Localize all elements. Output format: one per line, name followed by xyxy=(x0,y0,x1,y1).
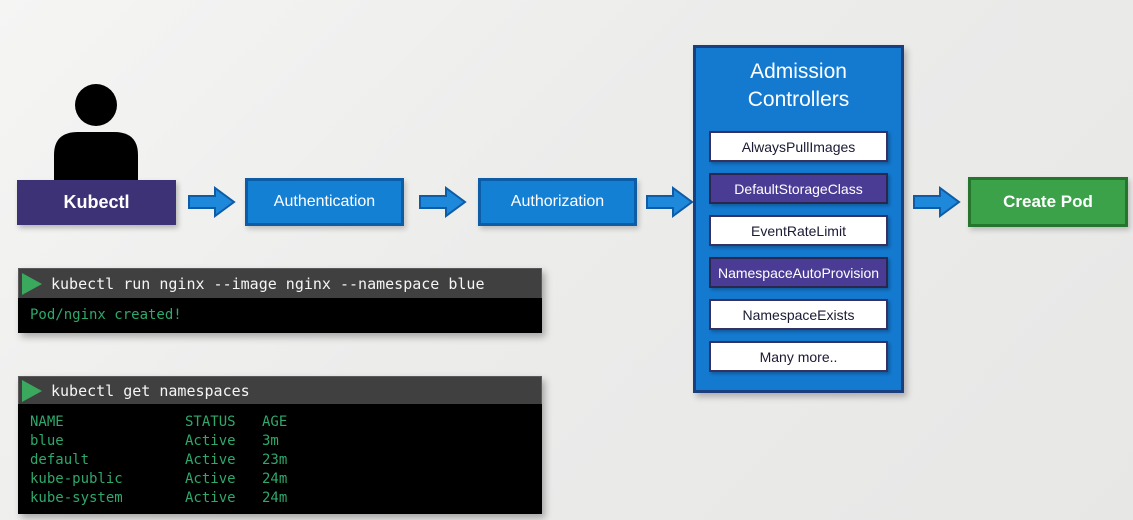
terminal-header: kubectl run nginx --image nginx --namesp… xyxy=(18,268,542,298)
terminal-output-line: Pod/nginx created! xyxy=(30,307,182,323)
right-arrow-icon xyxy=(188,186,236,218)
namespace-table-header: NAME STATUS AGE xyxy=(30,414,288,430)
admission-item-namespaceexists: NamespaceExists xyxy=(709,299,888,330)
admission-item-namespaceautoprovision: NamespaceAutoProvision xyxy=(709,257,888,288)
namespace-row-kube-system: kube-system Active 24m xyxy=(30,490,288,506)
namespace-row-kube-public: kube-public Active 24m xyxy=(30,471,288,487)
terminal-command: kubectl run nginx --image nginx --namesp… xyxy=(51,274,485,293)
terminal-output: NAME STATUS AGE blue Active 3m default A… xyxy=(18,404,542,514)
kubectl-label: Kubectl xyxy=(63,192,130,212)
create-pod-label: Create Pod xyxy=(1003,192,1093,211)
person-icon xyxy=(54,84,138,180)
create-pod-box: Create Pod xyxy=(968,177,1128,227)
authentication-label: Authentication xyxy=(273,193,376,210)
admission-item-many-more: Many more.. xyxy=(709,341,888,372)
terminal-command: kubectl get namespaces xyxy=(51,381,250,400)
admission-panel-title: Admission Controllers xyxy=(747,60,850,111)
terminal-run-nginx: kubectl run nginx --image nginx --namesp… xyxy=(18,268,542,333)
authentication-box: Authentication xyxy=(245,178,404,226)
admission-item-alwayspullimages: AlwaysPullImages xyxy=(709,131,888,162)
kubectl-box: Kubectl xyxy=(17,180,176,225)
admission-item-defaultstorageclass: DefaultStorageClass xyxy=(709,173,888,204)
terminal-header: kubectl get namespaces xyxy=(18,376,542,404)
right-arrow-icon xyxy=(913,186,961,218)
namespace-row-blue: blue Active 3m xyxy=(30,433,279,449)
terminal-output: Pod/nginx created! xyxy=(18,298,542,333)
right-arrow-icon xyxy=(646,186,694,218)
admission-items-list: AlwaysPullImages DefaultStorageClass Eve… xyxy=(696,131,901,372)
admission-item-eventratelimit: EventRateLimit xyxy=(709,215,888,246)
play-triangle-icon xyxy=(22,379,42,402)
admission-controllers-panel: Admission Controllers AlwaysPullImages D… xyxy=(693,45,904,393)
authorization-box: Authorization xyxy=(478,178,637,226)
namespace-row-default: default Active 23m xyxy=(30,452,288,468)
right-arrow-icon xyxy=(419,186,467,218)
authorization-label: Authorization xyxy=(510,193,605,210)
play-triangle-icon xyxy=(22,272,42,295)
terminal-get-namespaces: kubectl get namespaces NAME STATUS AGE b… xyxy=(18,376,542,514)
